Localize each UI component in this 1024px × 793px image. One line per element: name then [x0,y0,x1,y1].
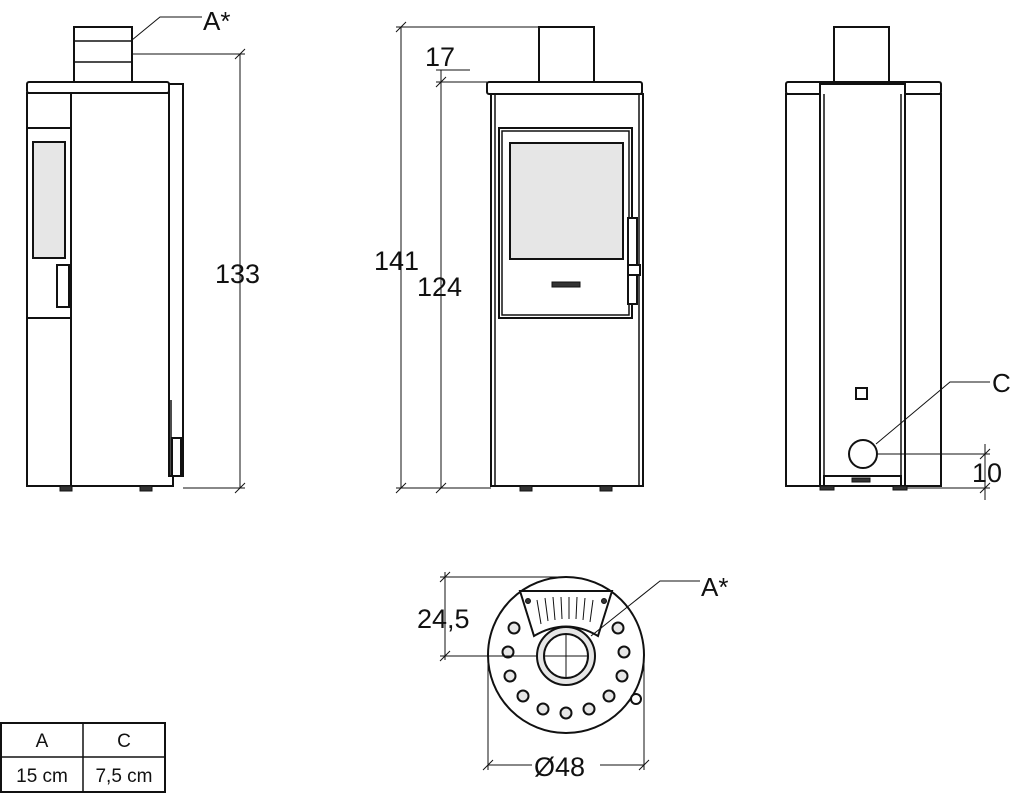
side-view: 133 A* [26,6,260,494]
rear-offset-value: 10 [972,458,1002,488]
side-height-value: 133 [215,259,260,289]
plan-depth-value: 24,5 [417,604,470,634]
front-glass [509,142,624,260]
front-body-value: 124 [417,272,462,302]
side-top-plate [26,81,170,94]
front-flue-pipe [538,26,595,83]
plan-view: A* 24,5 Ø48 [417,571,728,782]
table-value-c: 7,5 cm [95,766,152,787]
front-total-value: 141 [374,246,419,276]
plan-air-holes [501,621,631,720]
front-view: 141 124 17 [374,21,644,494]
front-top-plate [486,81,643,95]
rear-connection-circle [848,439,878,469]
plan-flue-label: A* [701,572,728,602]
rear-flue-pipe [833,26,890,83]
plan-diameter-value: Ø48 [534,752,585,782]
rear-vent-square [855,387,868,400]
side-flue-pipe [73,26,133,83]
front-top-value: 17 [425,42,455,72]
table-header-c: C [117,731,131,752]
table-value-a: 15 cm [16,766,68,787]
dimension-table: A C 15 cm 7,5 cm [0,722,166,793]
rear-view: C 10 [785,26,1011,500]
rear-connection-label: C [992,368,1011,398]
table-header-a: A [36,731,49,752]
front-door-handle [551,281,581,288]
side-flue-label: A* [203,6,230,36]
